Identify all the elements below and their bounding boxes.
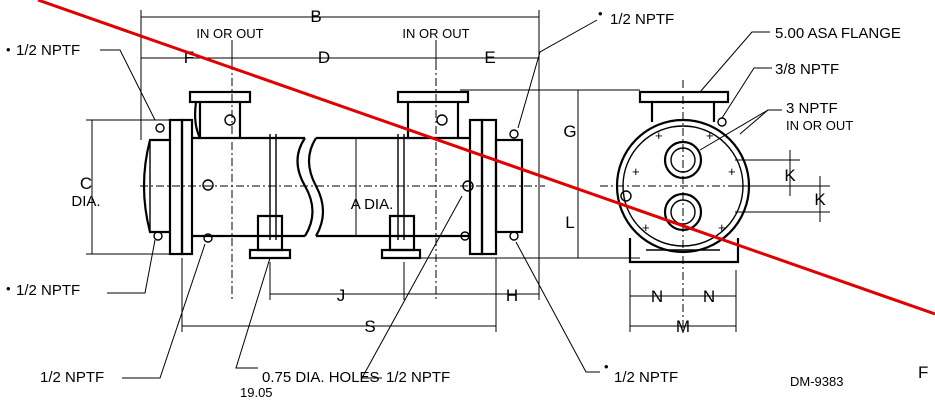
label-drawing-no: DM-9383 [790, 374, 843, 389]
label-l: L [565, 213, 574, 232]
label-in-or-out-right: IN OR OUT [402, 26, 469, 41]
label-nptf-bottom-left: 1/2 NPTF [40, 369, 104, 386]
red-strikethrough-line [37, 0, 935, 316]
leaders [100, 19, 782, 379]
label-k2: K [814, 190, 826, 209]
svg-text:+: + [642, 220, 650, 235]
label-3-nptf-sub: IN OR OUT [786, 118, 853, 133]
label-in-or-out-left: IN OR OUT [196, 26, 263, 41]
end-dimensions [629, 150, 830, 332]
right-flange-outer [480, 118, 498, 256]
label-nptf-top-left: 1/2 NPTF [16, 42, 80, 59]
label-nptf-top-right: 1/2 NPTF [610, 11, 674, 28]
right-nozzle-flange [396, 90, 470, 104]
label-d: D [318, 48, 330, 67]
label-j: J [337, 286, 346, 305]
label-flange: 5.00 ASA FLANGE [775, 25, 901, 42]
label-a-dia: A DIA. [351, 196, 394, 213]
label-h: H [506, 286, 518, 305]
label-nptf-38: 3/8 NPTF [775, 61, 839, 78]
label-f: F [184, 48, 194, 67]
label-c: C [80, 174, 92, 193]
left-flange-outer [168, 118, 184, 256]
label-c-dia: DIA. [71, 193, 100, 210]
label-s: S [364, 317, 375, 336]
label-m: M [676, 317, 690, 336]
label-e: E [484, 48, 495, 67]
svg-text:+: + [718, 220, 726, 235]
svg-text:+: + [706, 128, 714, 143]
label-n1: N [651, 287, 663, 306]
star-mid-left: • [6, 281, 11, 296]
label-holes: 0.75 DIA. HOLES [262, 369, 380, 386]
svg-text:+: + [632, 164, 640, 179]
labels: B IN OR OUT IN OR OUT F D E • 1/2 NPTF C… [6, 6, 928, 400]
star-top-left: • [6, 42, 11, 57]
right-foot [388, 214, 416, 252]
label-k1: K [784, 166, 796, 185]
label-nptf-bottom-right: 1/2 NPTF [614, 369, 678, 386]
svg-text:+: + [728, 164, 736, 179]
label-corner-letter: F [918, 363, 928, 382]
end-view: + + + + + + [600, 80, 770, 336]
label-g: G [563, 122, 576, 141]
side-view [140, 62, 545, 300]
label-nptf-bottom-center: 1/2 NPTF [386, 369, 450, 386]
label-n2: N [703, 287, 715, 306]
left-nozzle-flange [188, 90, 252, 104]
right-flange-inner [468, 118, 484, 256]
label-3-nptf: 3 NPTF [786, 100, 838, 117]
star-top-right: • [598, 6, 603, 21]
star-bottom-right: • [604, 359, 609, 374]
label-b: B [310, 7, 321, 26]
label-holes-metric: 19.05 [240, 385, 273, 400]
svg-text:+: + [655, 128, 663, 143]
left-flange-inner [180, 118, 194, 256]
label-nptf-mid-left: 1/2 NPTF [16, 282, 80, 299]
